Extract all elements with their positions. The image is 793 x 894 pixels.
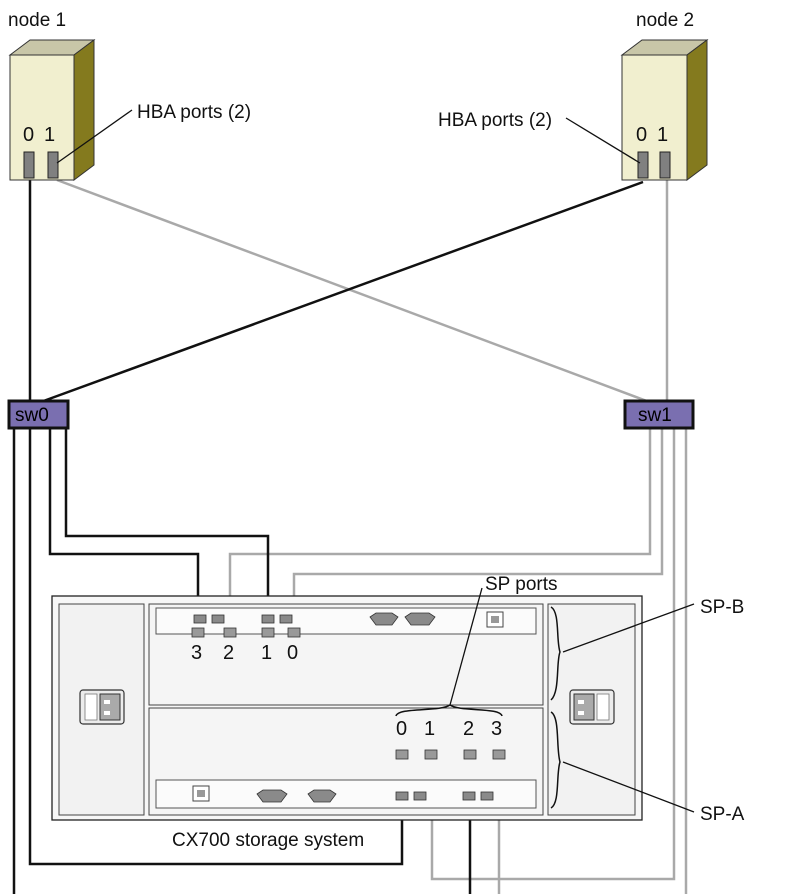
spa-port-2 [463,749,477,760]
node-1-front [9,54,75,181]
node-1-label: node 1 [8,10,66,31]
spa-port-label-3: 3 [491,718,502,740]
sp-b-serial-connectors [369,612,436,626]
sp-ports-label: SP ports [485,574,558,595]
storage-system-label: CX700 storage system [172,830,364,851]
node-1-port-label-0: 0 [23,124,34,146]
power-inlet-left-icon [79,689,125,725]
spb-port-label-0: 0 [287,642,298,664]
spb-port-2 [223,627,237,638]
node-1-server: 0 1 [8,39,96,181]
node-1-port-1 [47,151,59,179]
node-1-port-label-1: 1 [44,124,55,146]
sp-a-label: SP-A [700,804,745,825]
switch-sw1-label: sw1 [638,405,672,426]
node-2-port-1 [659,151,671,179]
node-2-server: 0 1 [620,39,709,181]
switch-sw0-label: sw0 [15,405,49,426]
storage-chassis: 3 2 1 0 0 1 2 3 [51,595,643,821]
sp-b-label: SP-B [700,597,744,618]
sp-b-leader [562,603,695,653]
node-1-port-0 [23,151,35,179]
hba-1-leader [56,109,133,164]
node-2-port-0 [637,151,649,179]
cable-node1-port1-to-sw1 [56,178,653,405]
sp-b-network-ports [193,614,293,624]
switch-sw1: sw1 [623,399,695,430]
spb-port-label-2: 2 [223,642,234,664]
spa-port-3 [492,749,506,760]
cable-sw1-to-spb-port2 [228,428,652,628]
hba-1-label: HBA ports (2) [137,102,251,123]
switch-sw0: sw0 [7,399,70,430]
cable-sw0-to-spb-port1 [64,428,270,628]
node-2-port-label-1: 1 [657,124,668,146]
sp-a-serial-connectors [256,789,337,803]
spa-port-0 [395,749,409,760]
hba-2-leader [565,117,641,164]
node-2-label: node 2 [636,10,694,31]
spb-port-label-3: 3 [191,642,202,664]
cable-sw0-to-spb-port3 [48,428,200,628]
sp-a-brace [550,711,561,809]
node-2-port-label-0: 0 [636,124,647,146]
sp-a-leader [562,761,695,813]
sp-ports-leader [449,587,483,706]
power-inlet-right-icon [569,689,615,725]
spb-port-label-1: 1 [261,642,272,664]
sp-b-brace [550,606,561,701]
node-2-front [621,54,688,181]
spa-port-label-2: 2 [463,718,474,740]
node-2-side [686,39,708,181]
sp-a-network-ports [395,791,494,801]
spb-port-1 [261,627,275,638]
spa-port-1 [424,749,438,760]
hba-2-label: HBA ports (2) [438,110,552,131]
node-1-side [73,39,95,181]
spb-port-0 [287,627,301,638]
cable-node2-port0-to-sw0 [37,180,644,405]
sp-b-fc-ports [191,627,301,638]
cables-light [56,178,688,894]
sp-a-bottom-strip [155,779,537,809]
spb-port-3 [191,627,205,638]
spa-port-label-1: 1 [424,718,435,740]
sp-a-fc-ports [395,749,506,760]
spa-port-label-0: 0 [396,718,407,740]
